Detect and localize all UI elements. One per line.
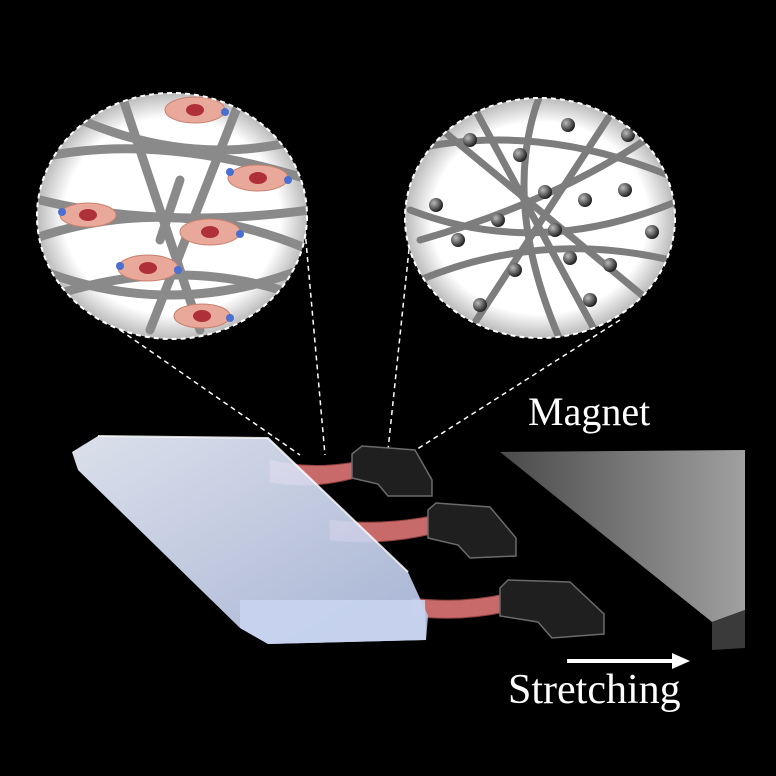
stretch-arrow-icon: [567, 653, 690, 669]
magnetic-anchors: [351, 445, 605, 639]
stretching-label: Stretching: [508, 667, 681, 713]
magnet-label: Magnet: [528, 389, 651, 434]
magnetic-fiber-inset: [404, 97, 676, 339]
magnet-block: [500, 450, 745, 650]
hydrogel-slab: [72, 435, 428, 644]
zoom-guide-lines: [119, 229, 621, 461]
cell-fiber-inset: [36, 92, 308, 340]
nuclei: [79, 104, 267, 322]
